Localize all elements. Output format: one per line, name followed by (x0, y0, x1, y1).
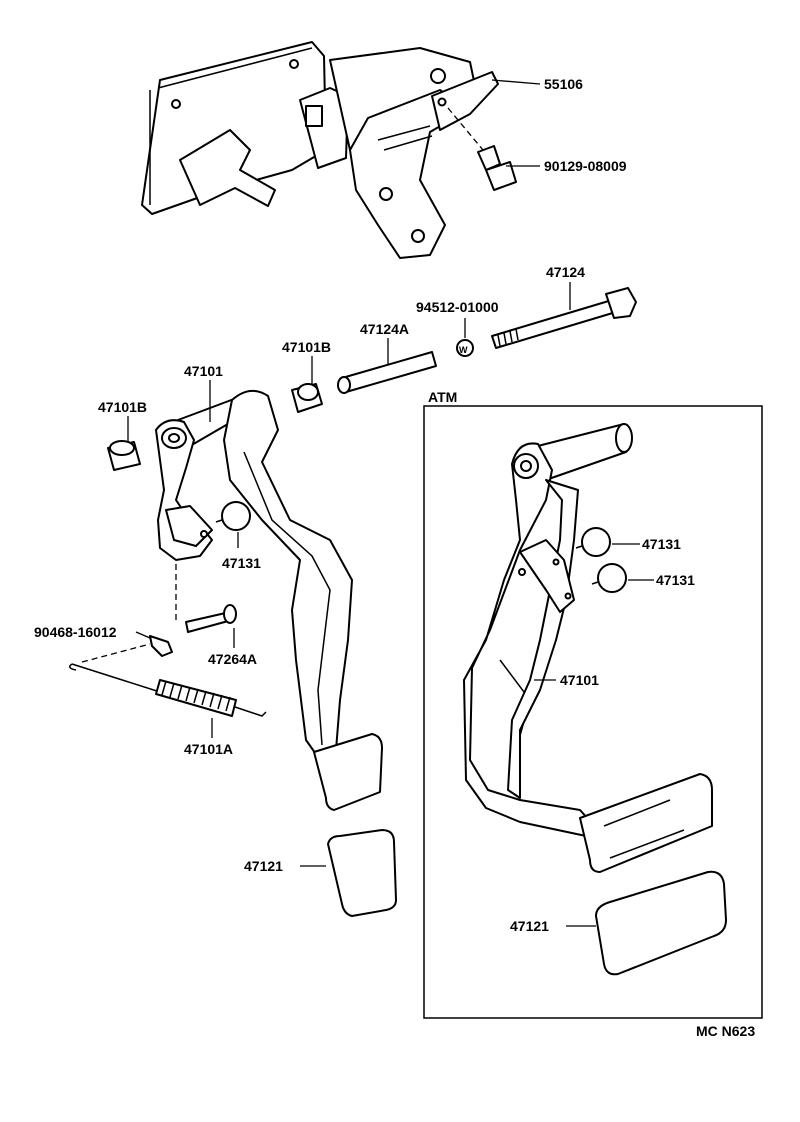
callout-atm-47131-b: 47131 (656, 572, 695, 588)
callout-atm-47131-a: 47131 (642, 536, 681, 552)
atm-stopper-47131-a (575, 527, 611, 557)
callout-atm-47101: 47101 (560, 672, 599, 688)
callout-47121-left: 47121 (244, 858, 283, 874)
callout-47124: 47124 (546, 264, 585, 280)
callout-47101A: 47101A (184, 741, 233, 757)
leader-lines (127, 79, 654, 927)
callout-94512-01000: 94512-01000 (416, 299, 499, 315)
washer-94512-01000: W (456, 339, 474, 357)
bracket-plate-55106 (431, 71, 499, 131)
atm-brake-pedal-47101 (463, 423, 633, 837)
return-spring-47101A (69, 663, 267, 717)
collar-47124A (337, 351, 437, 394)
bushing-47101B-left (107, 440, 141, 471)
pin-47264A (185, 604, 237, 633)
atm-stopper-47131-b (591, 563, 627, 593)
atm-section-frame (423, 405, 763, 1019)
callout-90468-16012: 90468-16012 (34, 624, 117, 640)
atm-pedal-pad (579, 773, 713, 873)
stopper-47131-left (215, 501, 251, 531)
pedal-pad-47121-left (327, 829, 397, 917)
figure-code: MC N623 (696, 1023, 755, 1039)
bolt-90129-08009 (447, 107, 517, 191)
callout-47131-left: 47131 (222, 555, 261, 571)
callout-47101B-right: 47101B (282, 339, 331, 355)
atm-pedal-pad-47121 (595, 870, 727, 976)
callout-47101-top: 47101 (184, 363, 223, 379)
clutch-pedal-47101 (155, 389, 353, 761)
clip-90468-16012 (149, 635, 173, 657)
callout-47264A: 47264A (208, 651, 257, 667)
atm-section-label: ATM (428, 389, 457, 405)
callout-47101B-left: 47101B (98, 399, 147, 415)
callout-90129-08009: 90129-08009 (544, 158, 627, 174)
callout-atm-47121: 47121 (510, 918, 549, 934)
assembly-line-2 (81, 643, 151, 663)
svg-text:W: W (459, 345, 468, 355)
pedal-bracket (141, 41, 479, 259)
callout-47124A: 47124A (360, 321, 409, 337)
pivot-bolt-47124 (491, 287, 637, 349)
clutch-pedal-pad (313, 733, 383, 811)
callout-55106: 55106 (544, 76, 583, 92)
bushing-47101B-right (291, 383, 323, 413)
